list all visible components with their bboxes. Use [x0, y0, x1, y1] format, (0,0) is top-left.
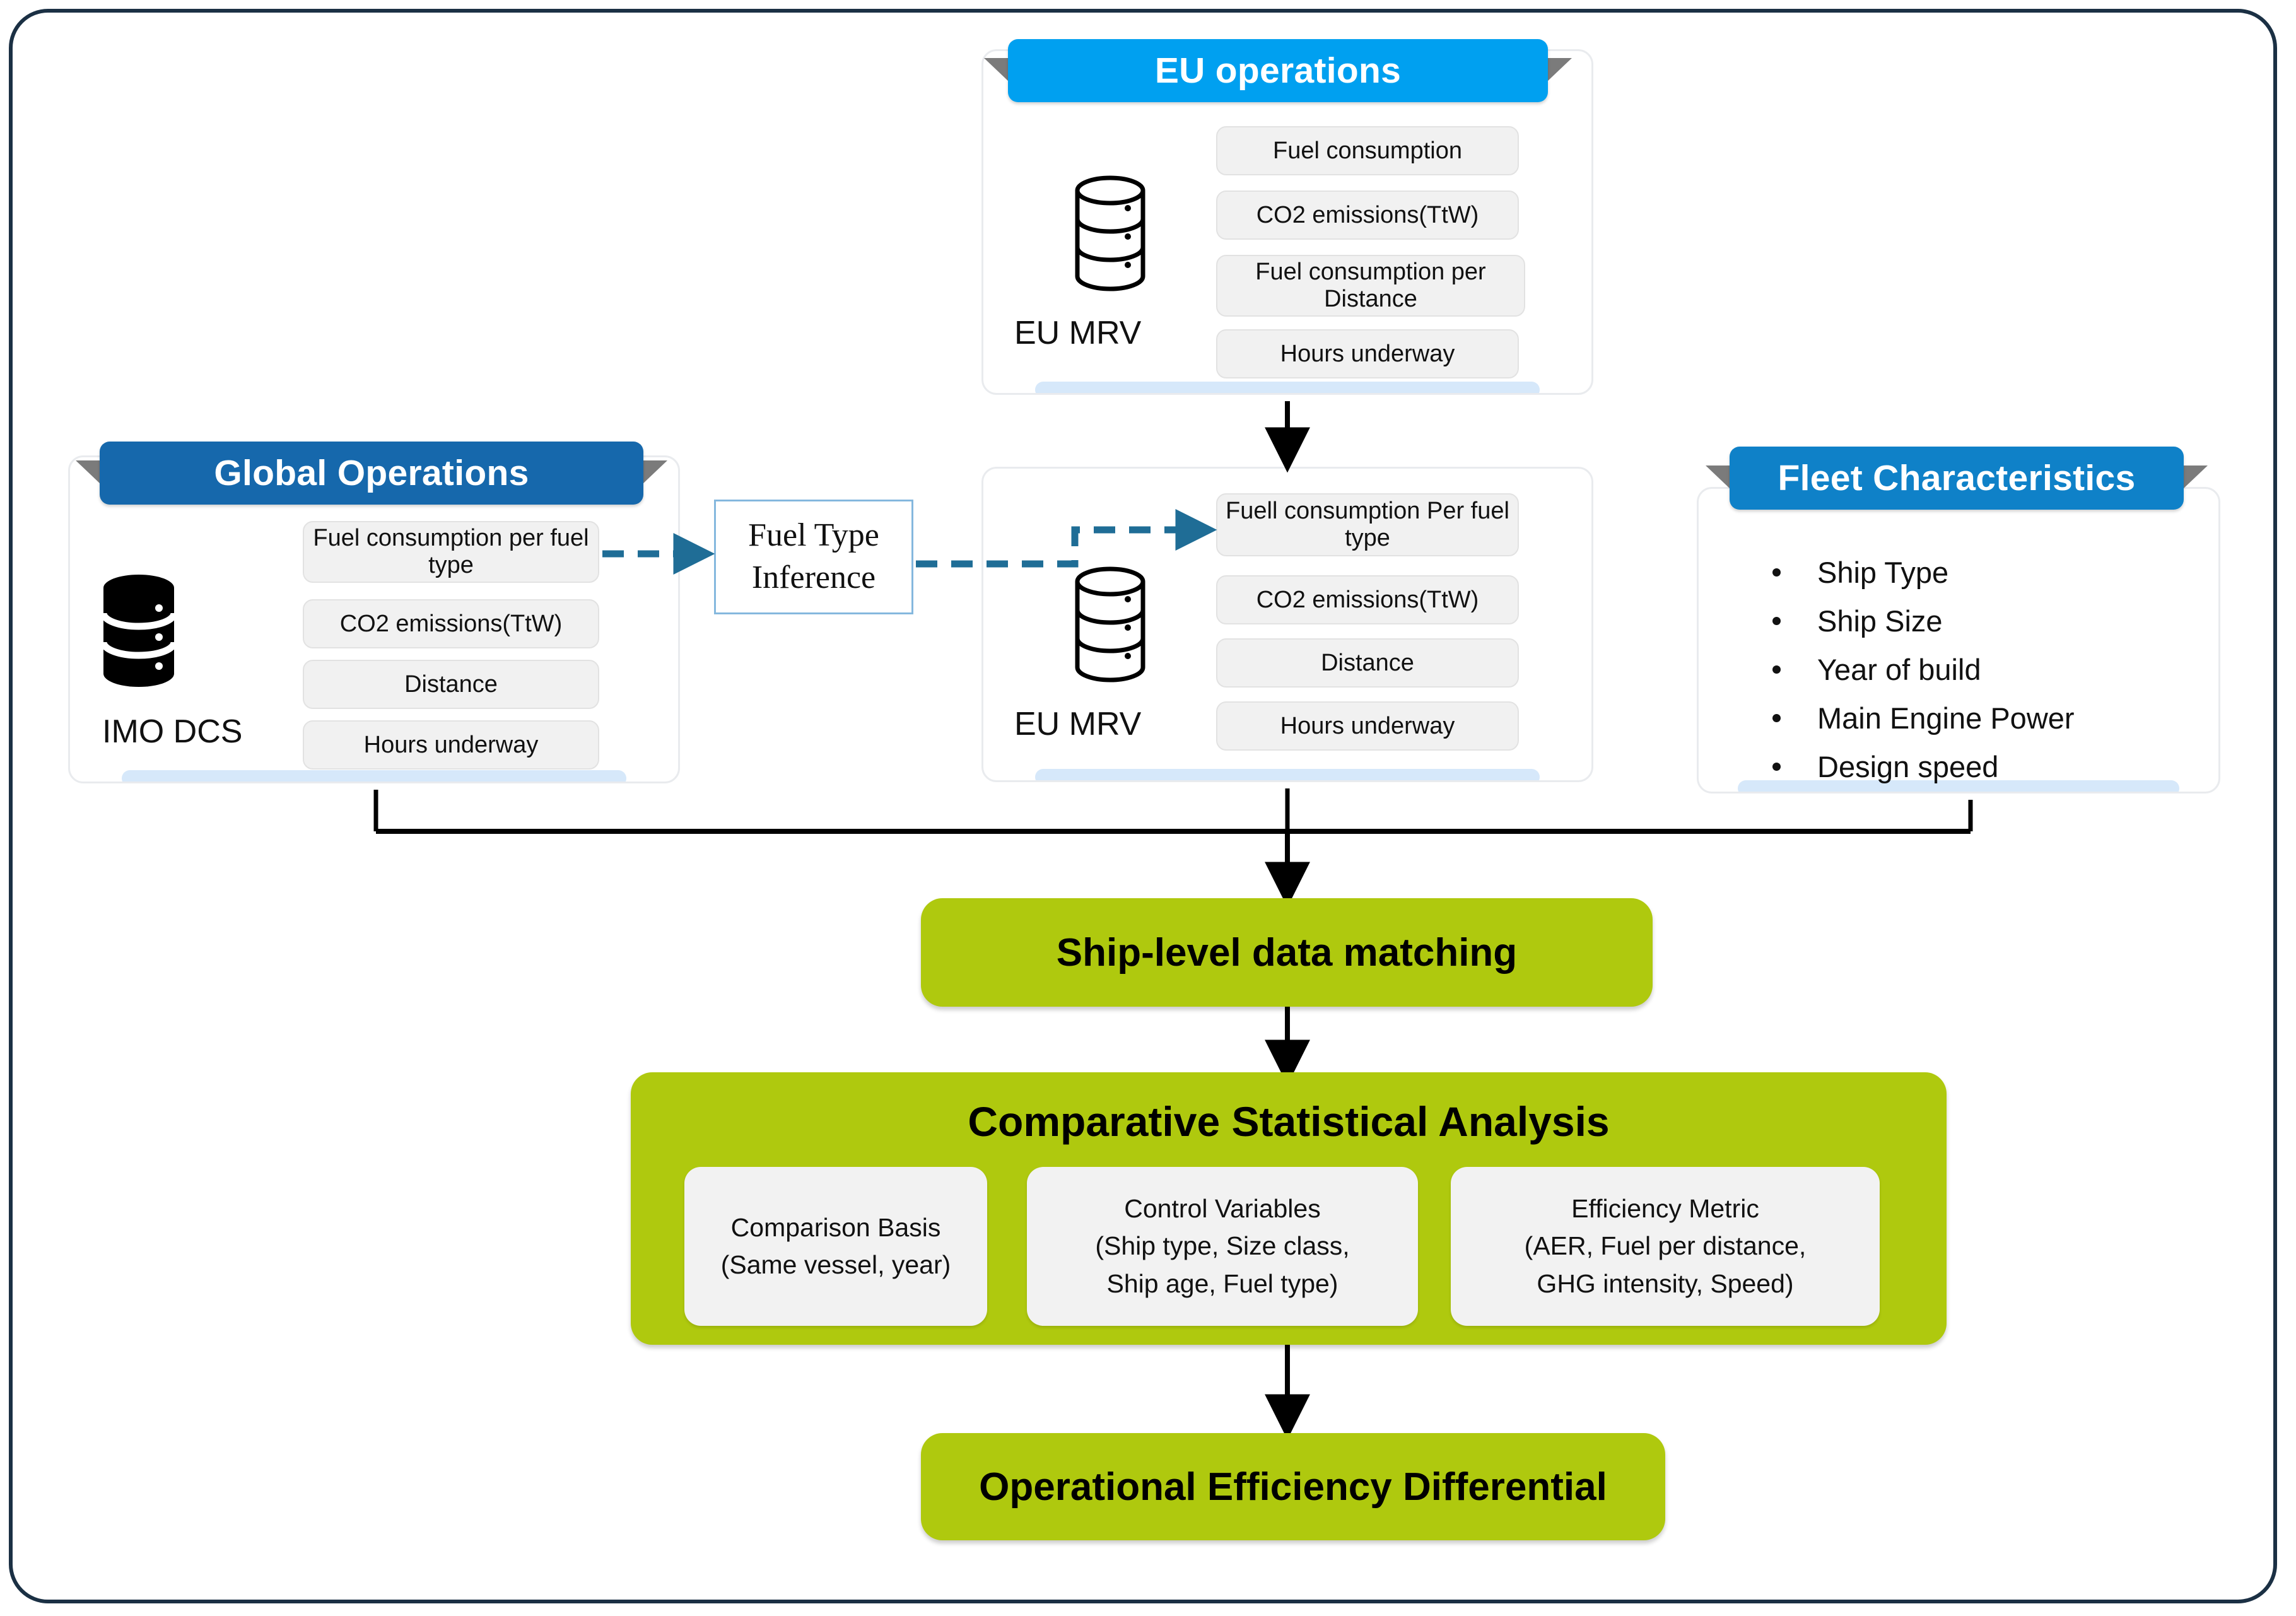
- banner-eu-operations-label: EU operations: [1154, 50, 1402, 91]
- fleet-item-1: Ship Size: [1817, 604, 1943, 638]
- bullet-icon: [1772, 617, 1781, 625]
- card-fleet-characteristics: [1697, 487, 2220, 793]
- analysis-panel-1-line1: Control Variables: [1124, 1193, 1321, 1223]
- card-bottom-accent-bar: [1035, 769, 1540, 780]
- analysis-panel-1-line2: (Ship type, Size class,: [1095, 1231, 1350, 1261]
- banner-global-operations-label: Global Operations: [214, 453, 529, 493]
- outcome-box: Operational Efficiency Differential: [921, 1433, 1665, 1540]
- banner-fleet-characteristics-plate: Fleet Characteristics: [1730, 447, 2184, 510]
- card-bottom-accent-bar: [1738, 780, 2179, 792]
- analysis-panel-0: Comparison Basis (Same vessel, year): [684, 1167, 987, 1326]
- ribbon-fold-left-icon: [1706, 465, 1731, 489]
- eu-mrv-matched-item-2: Distance: [1216, 638, 1519, 688]
- analysis-panel-2-line2: (AER, Fuel per distance,: [1524, 1231, 1807, 1261]
- global-operations-item-3: Hours underway: [303, 720, 599, 770]
- analysis-panel-2-line3: GHG intensity, Speed): [1537, 1268, 1794, 1298]
- ribbon-fold-right-icon: [2182, 465, 2208, 489]
- fuel-type-inference-line2: Inference: [751, 559, 876, 595]
- bullet-icon: [1772, 568, 1781, 577]
- global-operations-item-0: Fuel consumption per fuel type: [303, 521, 599, 583]
- banner-global-operations-plate: Global Operations: [100, 442, 643, 505]
- ribbon-fold-left-icon: [76, 460, 101, 484]
- fleet-item-3: Main Engine Power: [1817, 701, 2075, 735]
- eu-mrv-matched-item-0: Fuell consumption Per fuel type: [1216, 493, 1519, 556]
- ribbon-fold-left-icon: [984, 58, 1009, 82]
- eu-mrv-matched-item-1: CO2 emissions(TtW): [1216, 575, 1519, 624]
- analysis-panel-2: Efficiency Metric (AER, Fuel per distanc…: [1451, 1167, 1880, 1326]
- list-item: Ship Type: [1772, 555, 2075, 590]
- analysis-panel-2-line1: Efficiency Metric: [1571, 1193, 1759, 1223]
- eu-mrv-matched-item-3: Hours underway: [1216, 701, 1519, 751]
- eu-operations-item-1: CO2 emissions(TtW): [1216, 190, 1519, 240]
- fleet-item-0: Ship Type: [1817, 556, 1949, 589]
- bullet-icon: [1772, 714, 1781, 722]
- global-operations-item-2: Distance: [303, 660, 599, 709]
- banner-eu-operations-plate: EU operations: [1008, 39, 1548, 102]
- outcome-label: Operational Efficiency Differential: [979, 1465, 1607, 1509]
- analysis-panel-1-line3: Ship age, Fuel type): [1106, 1268, 1338, 1298]
- fleet-characteristics-list: Ship Type Ship Size Year of build Main E…: [1772, 555, 2075, 798]
- analysis-panel-0-line1: Comparison Basis: [730, 1212, 941, 1242]
- card-bottom-accent-bar: [1035, 382, 1540, 393]
- bullet-icon: [1772, 763, 1781, 771]
- global-operations-item-1: CO2 emissions(TtW): [303, 599, 599, 648]
- fleet-item-4: Design speed: [1817, 750, 1999, 783]
- card-bottom-accent-bar: [122, 770, 626, 782]
- eu-mrv-matched-db-label: EU MRV: [1014, 706, 1142, 742]
- comparative-analysis-title: Comparative Statistical Analysis: [968, 1098, 1610, 1145]
- ship-level-matching-box: Ship-level data matching: [921, 898, 1653, 1007]
- list-item: Ship Size: [1772, 604, 2075, 638]
- ribbon-fold-right-icon: [1547, 58, 1572, 82]
- analysis-panel-1: Control Variables (Ship type, Size class…: [1027, 1167, 1418, 1326]
- fuel-type-inference-line1: Fuel Type: [748, 517, 879, 554]
- banner-eu-operations: EU operations: [984, 39, 1572, 102]
- analysis-panel-0-line2: (Same vessel, year): [720, 1250, 951, 1279]
- banner-fleet-characteristics-label: Fleet Characteristics: [1778, 458, 2136, 498]
- banner-fleet-characteristics: Fleet Characteristics: [1706, 447, 2208, 510]
- ribbon-fold-right-icon: [642, 460, 667, 484]
- fuel-type-inference-box: Fuel Type Inference: [714, 500, 913, 614]
- fleet-item-2: Year of build: [1817, 653, 1981, 686]
- eu-operations-item-3: Hours underway: [1216, 329, 1519, 378]
- list-item: Design speed: [1772, 749, 2075, 784]
- banner-global-operations: Global Operations: [76, 442, 667, 505]
- bullet-icon: [1772, 665, 1781, 674]
- eu-operations-item-2: Fuel consumption per Distance: [1216, 255, 1525, 317]
- list-item: Main Engine Power: [1772, 701, 2075, 735]
- global-operations-db-label: IMO DCS: [102, 713, 243, 750]
- ship-level-matching-label: Ship-level data matching: [1056, 930, 1518, 975]
- eu-operations-item-0: Fuel consumption: [1216, 126, 1519, 175]
- eu-operations-db-label: EU MRV: [1014, 315, 1142, 351]
- list-item: Year of build: [1772, 652, 2075, 687]
